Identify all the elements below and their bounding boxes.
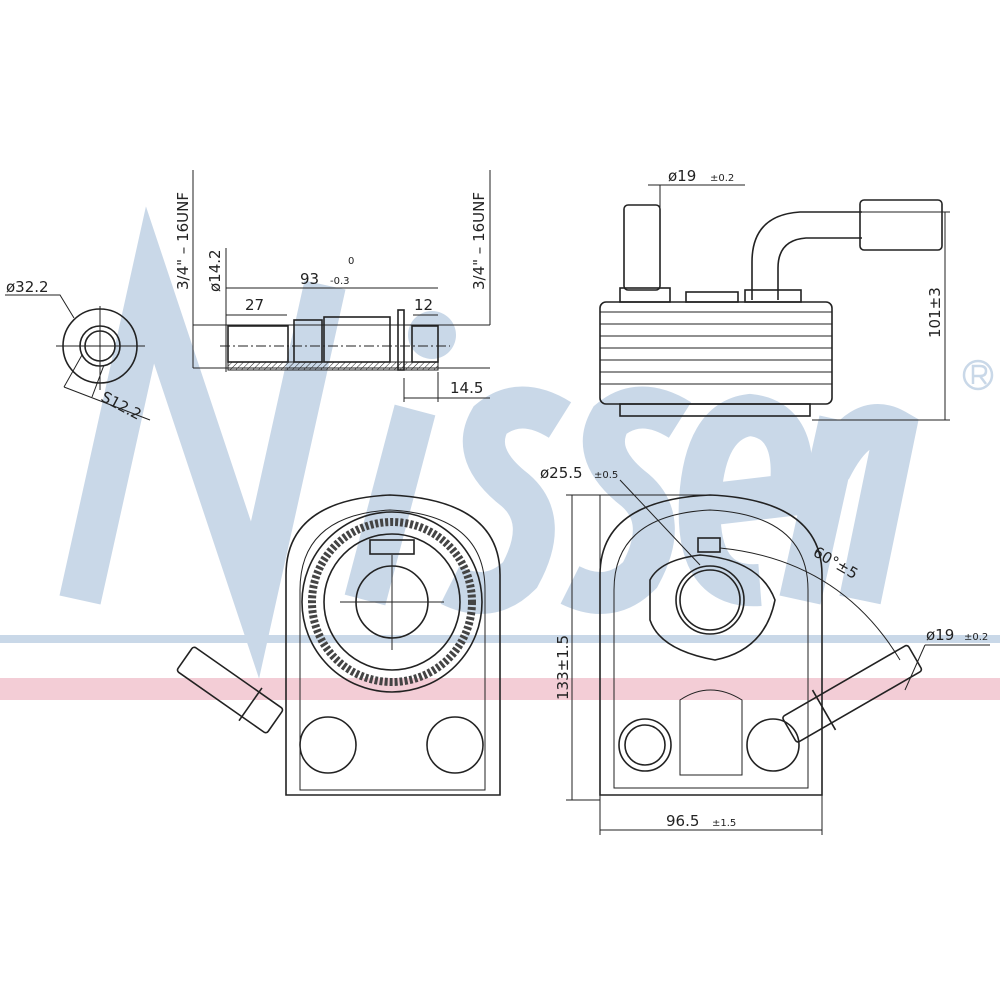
dim-d25: ø25.5 (540, 464, 583, 482)
dim-d32: ø32.2 (6, 278, 49, 296)
cooler-side-view: ø19 ±0.2 101±3 (599, 167, 950, 421)
registered-mark (962, 359, 994, 391)
dim-133: 133±1.5 (554, 635, 572, 700)
dim-96-5: 96.5 (666, 812, 699, 830)
cooler-top-view: ø25.5 ±0.5 60°±5 ø19 ±0.2 133±1.5 96.5 ±… (540, 464, 990, 835)
dim-27: 27 (245, 296, 264, 314)
dim-d19-top-tol: ±0.2 (710, 173, 734, 184)
dim-96-5-tol: ±1.5 (712, 818, 736, 829)
dim-thread-right: 3/4" – 16UNF (470, 192, 488, 290)
fitting-side-view: 3/4" – 16UNF 3/4" – 16UNF ø14.2 93 -0.3 … (174, 170, 491, 402)
dim-d14: ø14.2 (206, 249, 224, 292)
dim-14-5: 14.5 (450, 379, 483, 397)
dim-thread-left: 3/4" – 16UNF (174, 192, 192, 290)
dim-12: 12 (414, 296, 433, 314)
dim-d19-top: ø19 (668, 167, 696, 185)
dim-93-tol-top: 0 (348, 256, 354, 267)
dim-93: 93 (300, 270, 319, 288)
cooler-bottom-view (176, 494, 501, 796)
cooler-fins (600, 311, 832, 385)
dim-d25-tol: ±0.5 (594, 470, 618, 481)
dim-d19-side-tol: ±0.2 (964, 632, 988, 643)
dim-93-tol: -0.3 (330, 276, 350, 287)
nissens-watermark (0, 206, 1000, 700)
watermark-logo (59, 206, 919, 679)
dim-d19-side: ø19 (926, 626, 954, 644)
dim-101: 101±3 (926, 287, 944, 338)
